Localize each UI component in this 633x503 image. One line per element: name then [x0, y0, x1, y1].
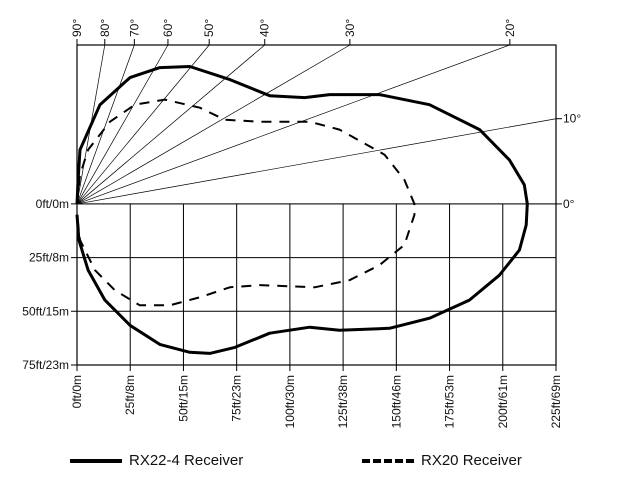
x-tick-label: 150ft/46m: [389, 375, 403, 428]
plot-frame: [76, 44, 557, 366]
angle-line: [76, 118, 557, 205]
angle-line: [76, 44, 351, 205]
x-tick-label: 75ft/23m: [230, 375, 244, 422]
y-tick-label: 75ft/23m: [22, 358, 69, 372]
x-tick-label: 50ft/15m: [176, 375, 190, 422]
y-tick-label: 50ft/15m: [22, 304, 69, 318]
legend-label: RX20 Receiver: [421, 452, 522, 469]
legend-item-rx22-4: RX22-4 Receiver: [70, 452, 243, 469]
angle-label: 90°: [70, 19, 84, 37]
x-tick-label: 175ft/53m: [443, 375, 457, 428]
legend-item-rx20: RX20 Receiver: [362, 452, 522, 469]
angle-label: 40°: [258, 19, 272, 37]
x-tick-label: 200ft/61m: [496, 375, 510, 428]
x-tick-label: 225ft/69m: [549, 375, 563, 428]
y-tick-label: 0ft/0m: [36, 197, 69, 211]
legend-label: RX22-4 Receiver: [129, 452, 244, 469]
legend-solid-swatch: [70, 458, 122, 463]
series-rx22-4-curve: [75, 65, 529, 355]
angle-label: 20°: [503, 19, 517, 37]
angle-label: 10°: [563, 112, 581, 126]
angle-label: 80°: [98, 19, 112, 37]
angle-label: 60°: [161, 19, 175, 37]
series-rx20-curve: [76, 98, 416, 307]
angle-line: [76, 44, 135, 205]
angle-label: 70°: [127, 19, 141, 37]
x-tick-label: 0ft/0m: [70, 375, 84, 408]
x-tick-label: 125ft/38m: [336, 375, 350, 428]
angle-label: 0°: [563, 197, 575, 211]
legend-dashed-swatch: [362, 458, 414, 463]
angle-line: [76, 44, 210, 205]
angle-label: 30°: [343, 19, 357, 37]
x-tick-label: 25ft/8m: [123, 375, 137, 415]
angle-line: [76, 44, 510, 205]
angle-line: [76, 44, 265, 205]
x-tick-label: 100ft/30m: [283, 375, 297, 428]
angle-label: 50°: [202, 19, 216, 37]
y-tick-label: 25ft/8m: [29, 251, 69, 265]
